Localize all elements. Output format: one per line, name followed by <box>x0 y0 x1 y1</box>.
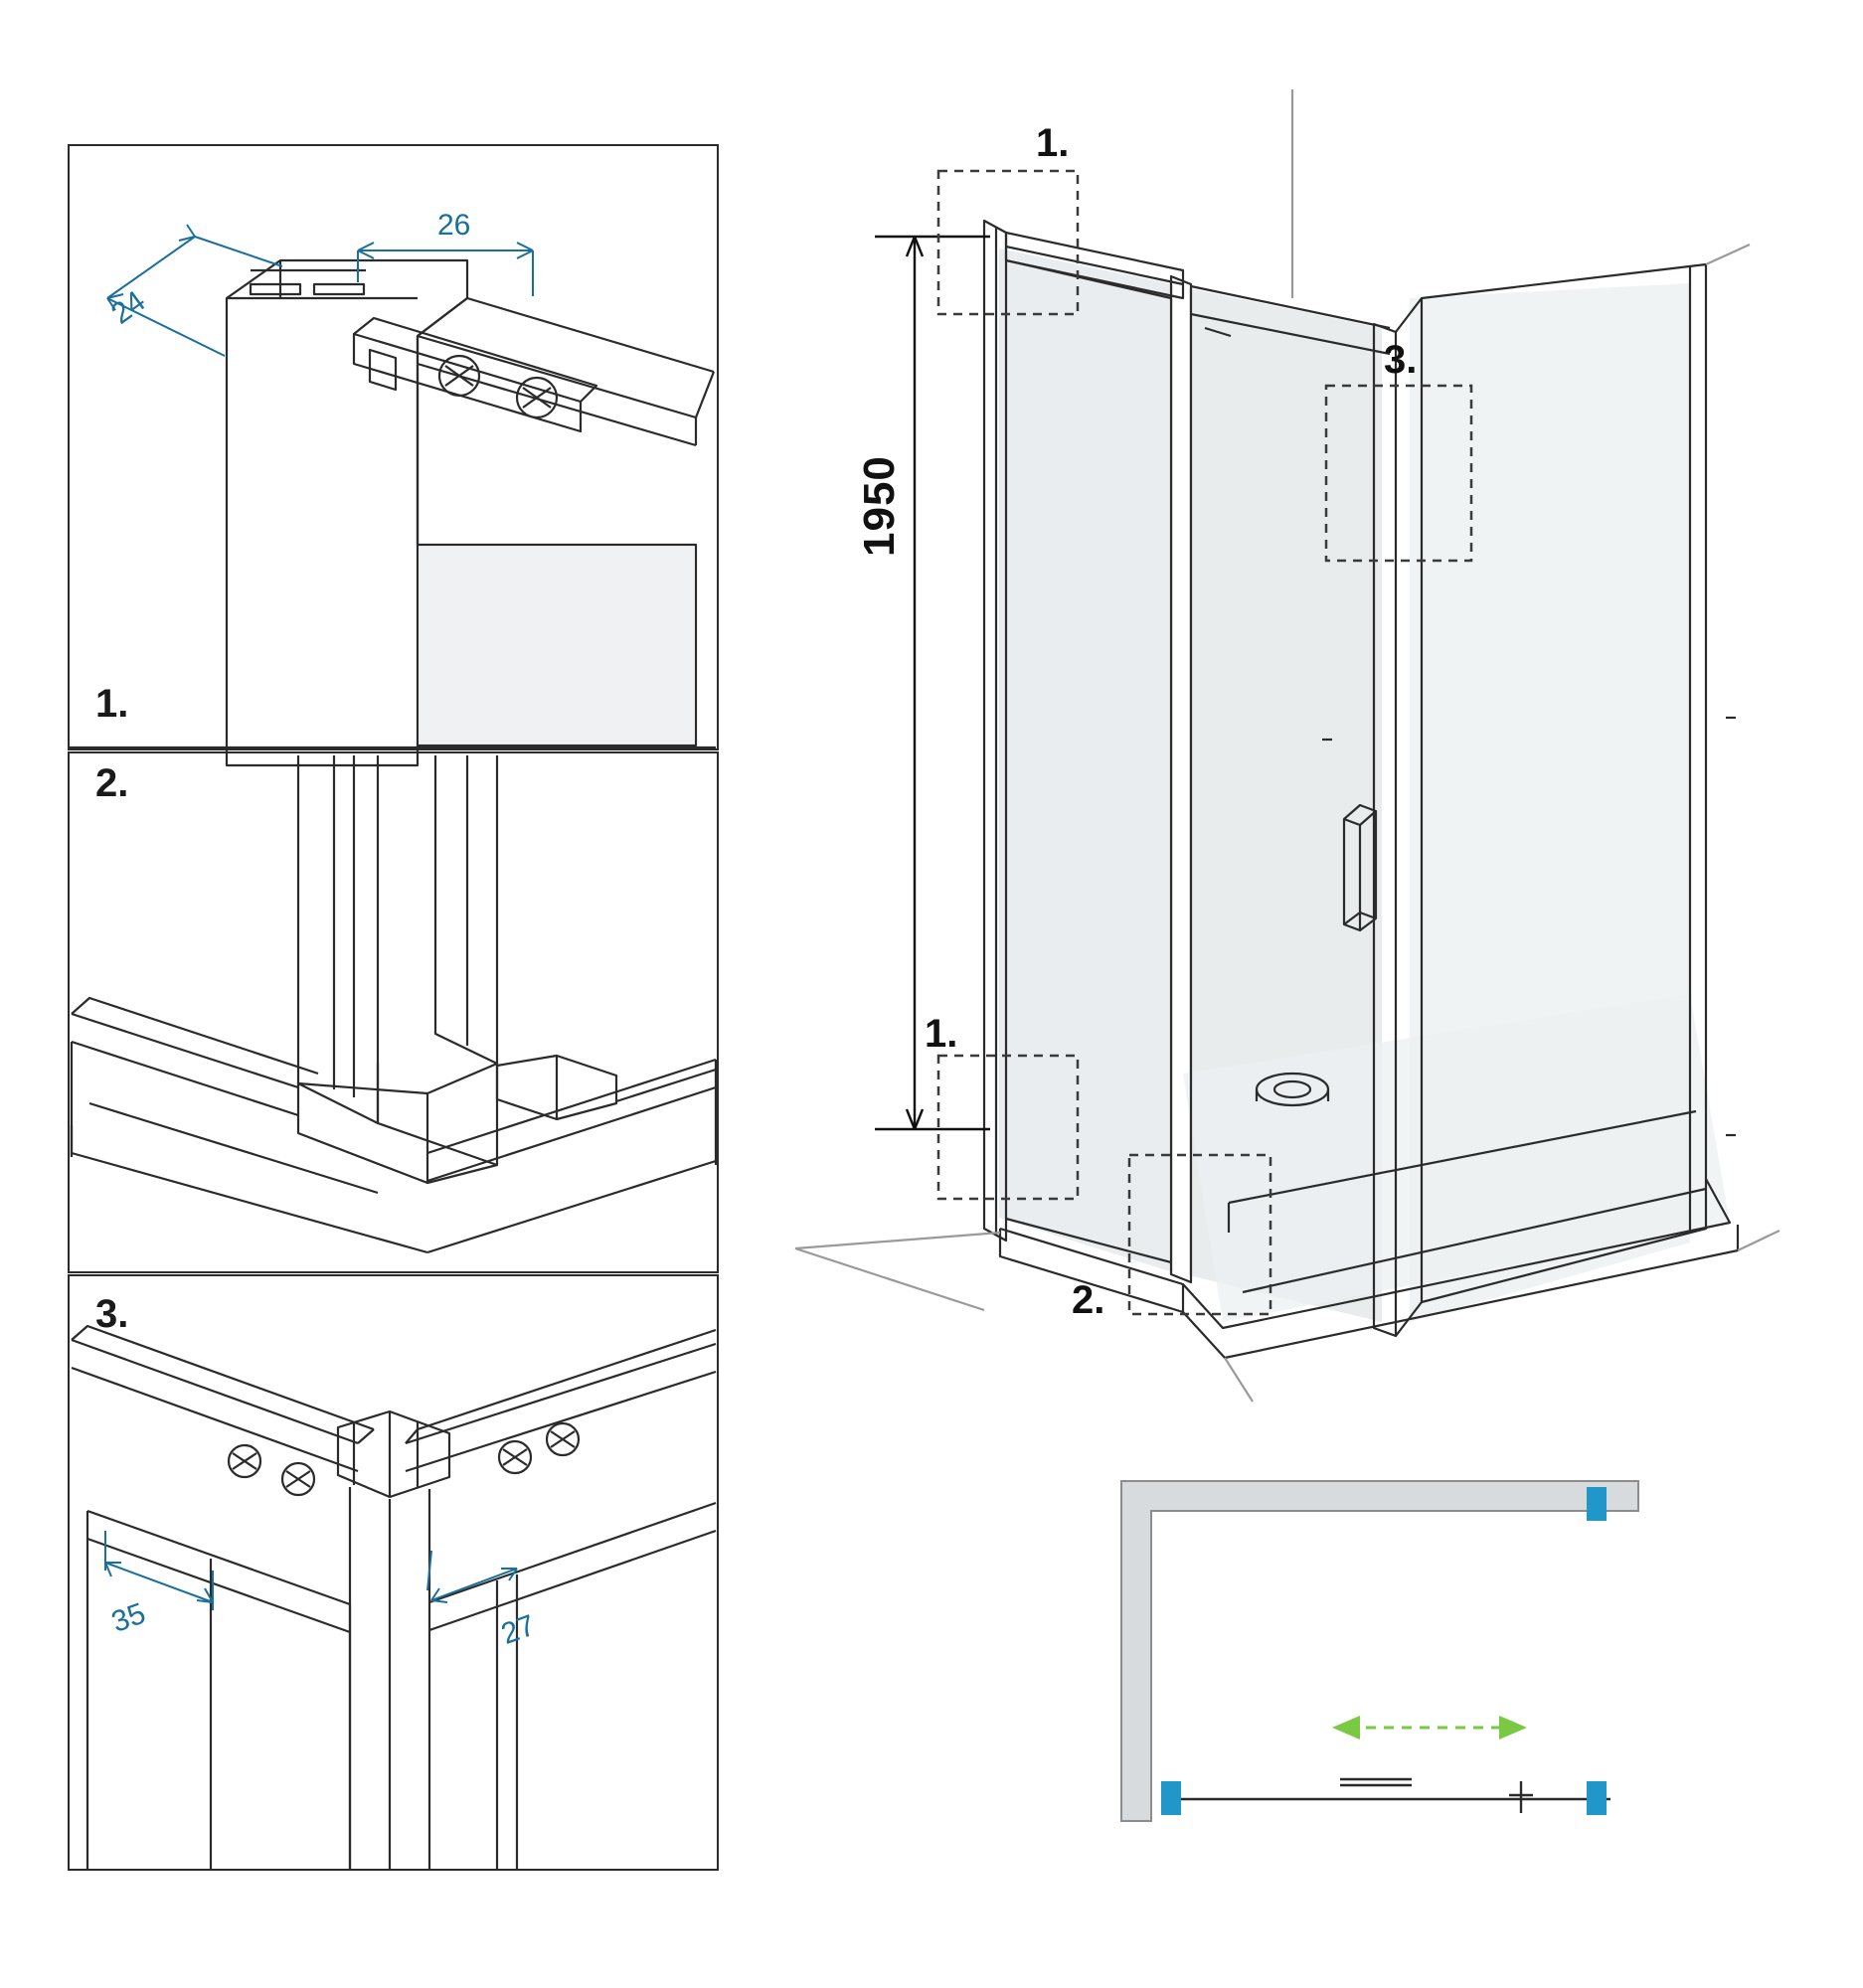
panel-1-number: 1. <box>95 682 129 726</box>
callout-top-right: 3. <box>1384 338 1418 382</box>
callout-bottom-left: 1. <box>925 1012 958 1056</box>
panel-2-number: 2. <box>95 761 129 805</box>
detail-panel-2 <box>68 751 719 1273</box>
plan-fixing-bottom-right <box>1587 1781 1607 1815</box>
dimension-26: 26 <box>437 209 471 242</box>
plan-fixing-bottom-left <box>1161 1781 1181 1815</box>
plan-fixing-top <box>1587 1487 1607 1521</box>
detail-panel-3 <box>68 1274 719 1871</box>
callout-bottom-center: 2. <box>1072 1278 1105 1322</box>
callout-top-left: 1. <box>1036 121 1070 165</box>
panel-3-number: 3. <box>95 1292 129 1336</box>
detail-panel-1 <box>68 144 719 750</box>
